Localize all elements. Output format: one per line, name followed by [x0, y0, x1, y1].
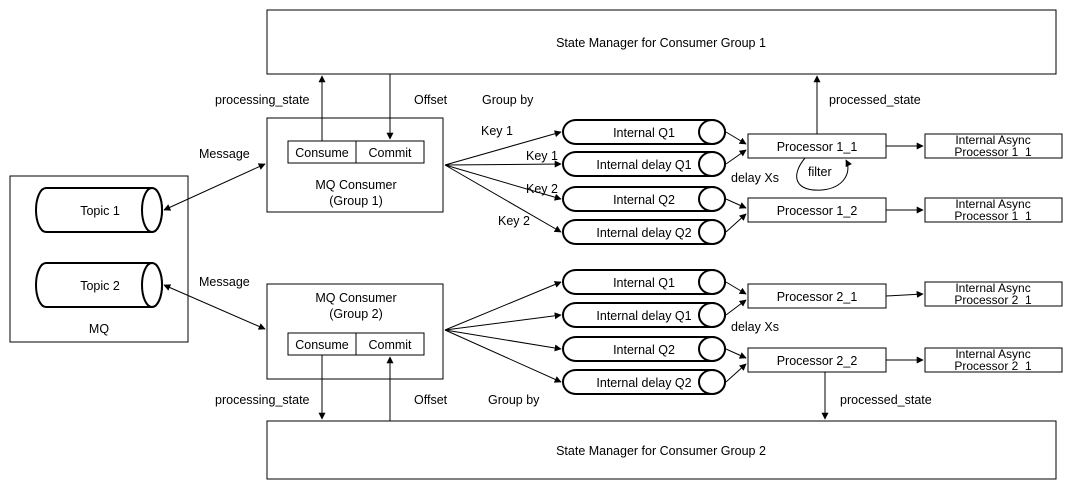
internal-queue: Internal delay Q1: [562, 151, 726, 177]
delay-1-label: delay Xs: [731, 171, 779, 185]
queue-to-processor-arrow: [725, 198, 747, 209]
processor-label: Processor 1_1: [777, 140, 858, 154]
filter-loop-arrow: [796, 157, 852, 191]
processor-1-1: Processor 1_1: [747, 133, 887, 159]
async-processor-line1: Internal Async: [955, 347, 1030, 361]
topic-2-label: Topic 2: [80, 279, 120, 293]
processor-label: Processor 1_2: [777, 204, 858, 218]
group-by-1-label: Group by: [482, 93, 534, 107]
state-manager-group-2: State Manager for Consumer Group 2: [266, 420, 1057, 480]
async-processor-line1: Internal Async: [955, 133, 1030, 147]
internal-queues-group-2: Internal Q1 Internal delay Q1 Internal Q…: [562, 269, 726, 395]
async-processor-line2: Processor 2_1: [954, 359, 1032, 373]
consumer-1-subtitle: (Group 1): [329, 194, 383, 208]
processor-label: Processor 2_1: [777, 290, 858, 304]
processor-1-2: Processor 1_2: [747, 197, 887, 223]
message-1-arrow: [163, 163, 266, 211]
connectors: [163, 74, 924, 421]
internal-queue: Internal Q2: [562, 186, 726, 212]
key-2a-label: Key 2: [526, 182, 558, 196]
internal-queue: Internal delay Q2: [562, 369, 726, 395]
internal-queue: Internal Q2: [562, 336, 726, 362]
key-1a-label: Key 1: [481, 124, 513, 138]
queue-label: Internal Q2: [613, 193, 675, 207]
state-manager-group-1: State Manager for Consumer Group 1: [266, 9, 1057, 75]
queue-label: Internal delay Q2: [596, 226, 691, 240]
mq-consumer-group-1: Consume Commit MQ Consumer (Group 1): [266, 117, 444, 213]
async-processor: Internal Async Processor 1_1: [924, 197, 1063, 223]
queue-to-processor-arrow: [725, 363, 747, 383]
topic-1-cylinder: Topic 1: [35, 187, 163, 233]
processed-state-1-label: processed_state: [829, 93, 921, 107]
commit-label-1: Commit: [368, 146, 412, 160]
state-manager-1-label: State Manager for Consumer Group 1: [556, 36, 766, 50]
key-arrow: [444, 281, 562, 331]
async-processor-line1: Internal Async: [955, 197, 1030, 211]
key-arrow: [444, 164, 562, 233]
queue-to-processor-arrow: [725, 281, 747, 295]
processed-state-2-label: processed_state: [840, 393, 932, 407]
async-processor: Internal Async Processor 2_1: [924, 281, 1063, 307]
internal-queue: Internal delay Q1: [562, 302, 726, 328]
queue-to-processor-arrow: [725, 299, 747, 316]
queue-label: Internal Q2: [613, 343, 675, 357]
topic-1-label: Topic 1: [80, 204, 120, 218]
async-processor-line2: Processor 2_1: [954, 293, 1032, 307]
key-arrow: [444, 329, 562, 352]
edge-labels: processing_state Offset Group by process…: [199, 93, 932, 407]
state-manager-2-label: State Manager for Consumer Group 2: [556, 444, 766, 458]
queue-label: Internal delay Q2: [596, 376, 691, 390]
key-1b-label: Key 1: [526, 149, 558, 163]
processor-2-1: Processor 2_1: [747, 283, 887, 309]
processor-2-2: Processor 2_2: [747, 347, 887, 373]
message-1-label: Message: [199, 147, 250, 161]
consume-label-2: Consume: [295, 338, 349, 352]
queue-to-processor-arrow: [725, 131, 747, 145]
topic-2-cylinder: Topic 2: [35, 262, 163, 308]
queue-label: Internal Q1: [613, 276, 675, 290]
async-processor: Internal Async Processor 1_1: [924, 133, 1063, 159]
internal-queues-group-1: Internal Q1 Internal delay Q1 Internal Q…: [562, 119, 726, 245]
queue-to-processor-arrow: [725, 149, 747, 165]
consumer-2-subtitle: (Group 2): [329, 307, 383, 321]
key-arrow: [444, 130, 562, 166]
async-processor: Internal Async Processor 2_1: [924, 347, 1063, 373]
consumer-1-title: MQ Consumer: [315, 178, 396, 192]
offset-1-label: Offset: [414, 93, 448, 107]
queue-label: Internal delay Q1: [596, 309, 691, 323]
queue-label: Internal Q1: [613, 126, 675, 140]
internal-queue: Internal Q1: [562, 269, 726, 295]
async-processor-line2: Processor 1_1: [954, 209, 1032, 223]
processing-state-1-label: processing_state: [215, 93, 310, 107]
key-arrow: [444, 160, 562, 168]
message-2-arrow: [163, 284, 266, 330]
mq-consumer-group-2: MQ Consumer (Group 2) Consume Commit: [266, 283, 444, 380]
consume-label-1: Consume: [295, 146, 349, 160]
filter-label: filter: [808, 165, 832, 179]
processor-to-async-arrow: [885, 290, 924, 298]
group-by-2-label: Group by: [488, 393, 540, 407]
async-processor-line1: Internal Async: [955, 281, 1030, 295]
key-2b-label: Key 2: [498, 214, 530, 228]
mq-box: MQ Topic 1 Topic 2: [9, 175, 189, 343]
queue-to-processor-arrow: [725, 213, 747, 233]
async-processor-line2: Processor 1_1: [954, 145, 1032, 159]
key-arrow: [444, 164, 562, 201]
queue-to-processor-arrow: [725, 348, 747, 359]
queue-label: Internal delay Q1: [596, 158, 691, 172]
processing-state-2-label: processing_state: [215, 393, 310, 407]
offset-2-label: Offset: [414, 393, 448, 407]
delay-2-label: delay Xs: [731, 320, 779, 334]
processor-label: Processor 2_2: [777, 354, 858, 368]
consumer-2-title: MQ Consumer: [315, 291, 396, 305]
message-2-label: Message: [199, 275, 250, 289]
key-arrow: [444, 312, 562, 331]
internal-queue: Internal delay Q2: [562, 219, 726, 245]
mq-label: MQ: [89, 322, 109, 336]
key-arrow: [444, 329, 562, 383]
internal-queue: Internal Q1: [562, 119, 726, 145]
commit-label-2: Commit: [368, 338, 412, 352]
